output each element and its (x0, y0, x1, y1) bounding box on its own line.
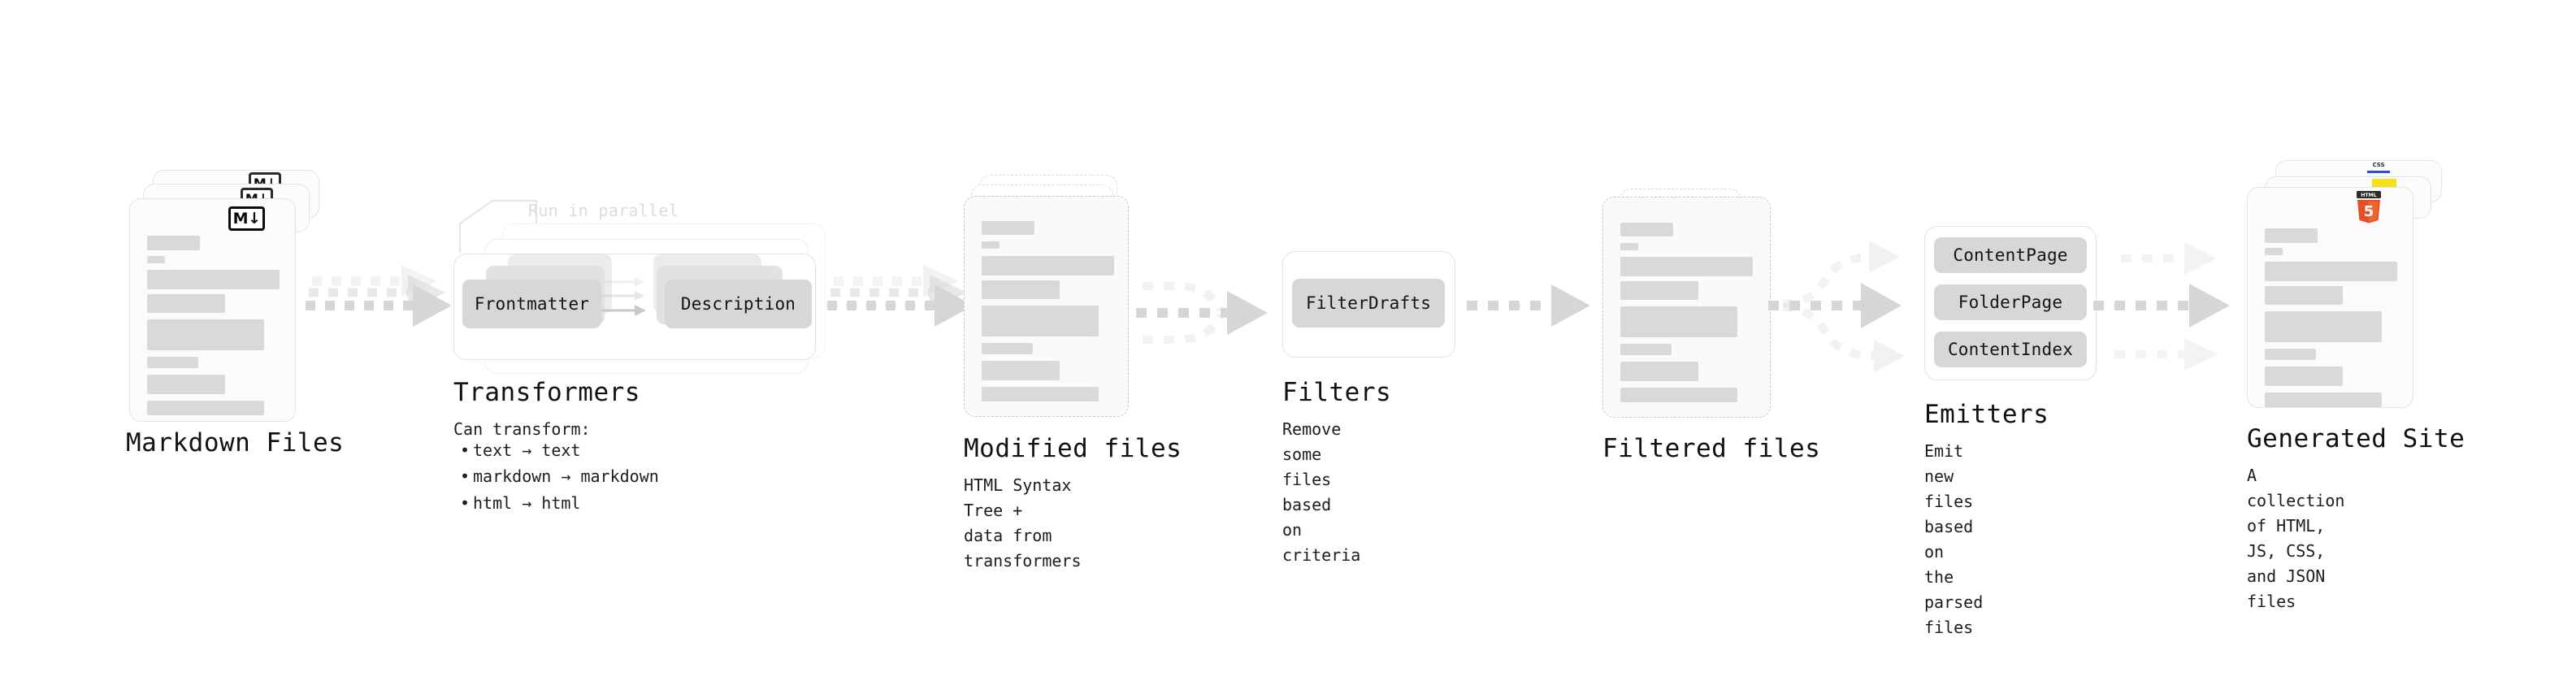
skeleton-bar (1620, 388, 1737, 402)
arrow-filtered-files-to-emitters-split (1768, 241, 1905, 372)
filtered-card-front (1602, 197, 1771, 418)
skeleton-bar (1620, 306, 1737, 337)
skeleton-bar (147, 357, 198, 368)
skeleton-bar (1620, 257, 1753, 276)
emitter-chip-contentindex-label: ContentIndex (1947, 340, 2074, 359)
transformers-bullet: text → text (458, 437, 659, 464)
skeleton-bar (982, 241, 1000, 249)
skeleton-bar (982, 387, 1099, 401)
skeleton-bar (1620, 362, 1698, 381)
transformers-title: Transformers (453, 378, 640, 407)
transformer-chip-description[interactable]: Description (665, 280, 812, 328)
emitters-desc: Emit new files based on the parsed files (1924, 441, 1984, 637)
css-badge-underline (2367, 171, 2390, 173)
transformers-bullet: markdown → markdown (458, 463, 659, 490)
generated-card-front (2247, 187, 2413, 408)
filters-desc: Remove some files based on criteria (1282, 419, 1361, 565)
skeleton-bar (2265, 248, 2283, 255)
skeleton-bar (1620, 344, 1672, 355)
css-badge-icon: CSS (2367, 162, 2390, 173)
emitter-chip-contentpage-label: ContentPage (1953, 245, 2068, 265)
generated-site-title: Generated Site (2247, 424, 2465, 453)
filter-chip-filterdrafts[interactable]: FilterDrafts (1292, 279, 1445, 327)
skeleton-bar (982, 361, 1060, 380)
emitter-chip-contentpage[interactable]: ContentPage (1934, 237, 2087, 273)
skeleton-bar (1620, 281, 1698, 300)
skeleton-bar (982, 306, 1099, 336)
transformers-bullet: html → html (458, 490, 659, 517)
skeleton-bar (147, 236, 200, 250)
arrow-modified-files-to-filters-merge (1136, 282, 1268, 344)
skeleton-bar (1620, 223, 1673, 236)
skeleton-bar (982, 221, 1034, 235)
skeleton-bar (147, 270, 280, 289)
transformer-chip-description-label: Description (680, 294, 796, 314)
generated-site-desc: A collection of HTML, JS, CSS, and JSON … (2247, 466, 2345, 611)
modified-files-title: Modified files (964, 434, 1182, 463)
skeleton-bar (982, 280, 1060, 299)
skeleton-bar (1620, 243, 1638, 250)
skeleton-bar (2265, 349, 2316, 360)
skeleton-bar (147, 375, 225, 394)
emitter-chip-contentindex[interactable]: ContentIndex (1934, 332, 2087, 367)
emitters-title: Emitters (1924, 400, 2049, 429)
modified-card-front (964, 196, 1129, 417)
markdown-card-front (129, 198, 296, 422)
filtered-files-title: Filtered files (1602, 434, 1821, 463)
transformer-chip-frontmatter-label: Frontmatter (474, 294, 590, 314)
skeleton-bar (147, 401, 264, 415)
markdown-badge-icon: M↓ (228, 206, 265, 231)
svg-text:5: 5 (2364, 203, 2374, 220)
svg-text:HTML: HTML (2361, 193, 2377, 198)
skeleton-bar (2265, 262, 2397, 281)
skeleton-bar (2265, 228, 2318, 243)
arrow-filters-to-filtered-files (1467, 284, 1590, 327)
filters-title: Filters (1282, 378, 1392, 407)
skeleton-bar (982, 343, 1033, 354)
html5-badge-icon: HTML 5 (2357, 191, 2381, 223)
skeleton-bar (147, 294, 225, 313)
css-badge-label: CSS (2372, 162, 2385, 168)
emitter-chip-folderpage[interactable]: FolderPage (1934, 284, 2087, 320)
skeleton-bar (147, 319, 264, 350)
arrow-emitters-to-generated-site (2093, 242, 2230, 371)
emitter-chip-folderpage-label: FolderPage (1958, 293, 2063, 312)
arrow-markdown-to-transformers (306, 265, 452, 327)
transformers-bullets: text → text markdown → markdown html → h… (458, 437, 659, 517)
skeleton-bar (2265, 311, 2382, 342)
transformer-chip-frontmatter[interactable]: Frontmatter (462, 280, 601, 328)
skeleton-bar (2265, 367, 2343, 386)
skeleton-bar (147, 256, 165, 263)
run-in-parallel-note: Run in parallel (528, 201, 679, 220)
modified-files-desc: HTML Syntax Tree + data from transformer… (964, 475, 1082, 570)
run-in-parallel-callout-icon (458, 199, 538, 253)
skeleton-bar (982, 256, 1114, 275)
transformers-desc: Can transform: (453, 419, 591, 439)
markdown-files-title: Markdown Files (126, 428, 345, 458)
skeleton-bar (2265, 393, 2382, 407)
filter-chip-filterdrafts-label: FilterDrafts (1305, 293, 1432, 313)
arrow-transformers-to-modified-files (827, 265, 974, 327)
skeleton-bar (2265, 286, 2343, 305)
